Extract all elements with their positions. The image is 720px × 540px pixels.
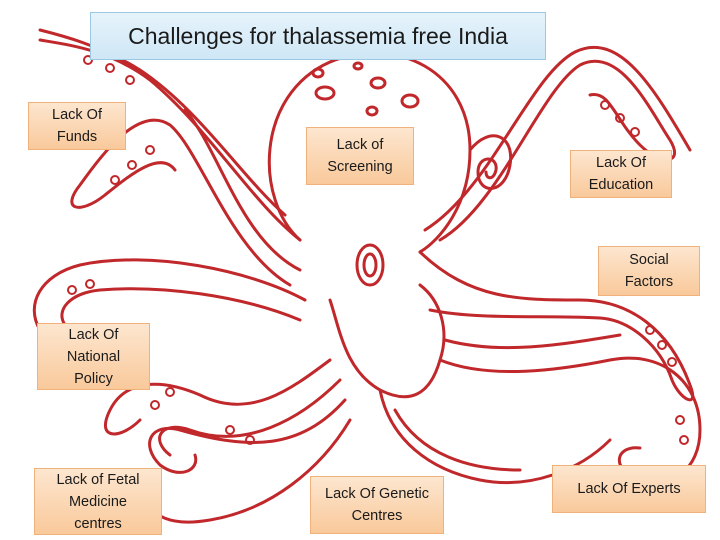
tentacle bbox=[440, 358, 700, 482]
challenge-lack-of-education: Lack Of Education bbox=[570, 150, 672, 198]
head-spot bbox=[316, 87, 334, 99]
octopus-siphon bbox=[357, 245, 383, 285]
challenge-lack-of-experts: Lack Of Experts bbox=[552, 465, 706, 513]
challenge-lack-of-funds: Lack Of Funds bbox=[28, 102, 126, 150]
challenge-lack-of-screening: Lack of Screening bbox=[306, 127, 414, 185]
head-spot bbox=[354, 63, 362, 69]
challenge-lack-of-genetic-centres: Lack Of Genetic Centres bbox=[310, 476, 444, 534]
head-spot bbox=[371, 78, 385, 88]
head-spot bbox=[367, 107, 377, 115]
challenge-lack-of-fetal-medicine-centres: Lack of Fetal Medicine centres bbox=[34, 468, 162, 535]
head-spot bbox=[313, 69, 323, 77]
head-spot bbox=[402, 95, 418, 107]
challenge-social-factors: Social Factors bbox=[598, 246, 700, 296]
diagram-title: Challenges for thalassemia free India bbox=[90, 12, 546, 60]
challenge-lack-of-national-policy: Lack Of National Policy bbox=[37, 323, 150, 390]
tentacle bbox=[34, 260, 305, 330]
octopus-body bbox=[330, 285, 444, 397]
